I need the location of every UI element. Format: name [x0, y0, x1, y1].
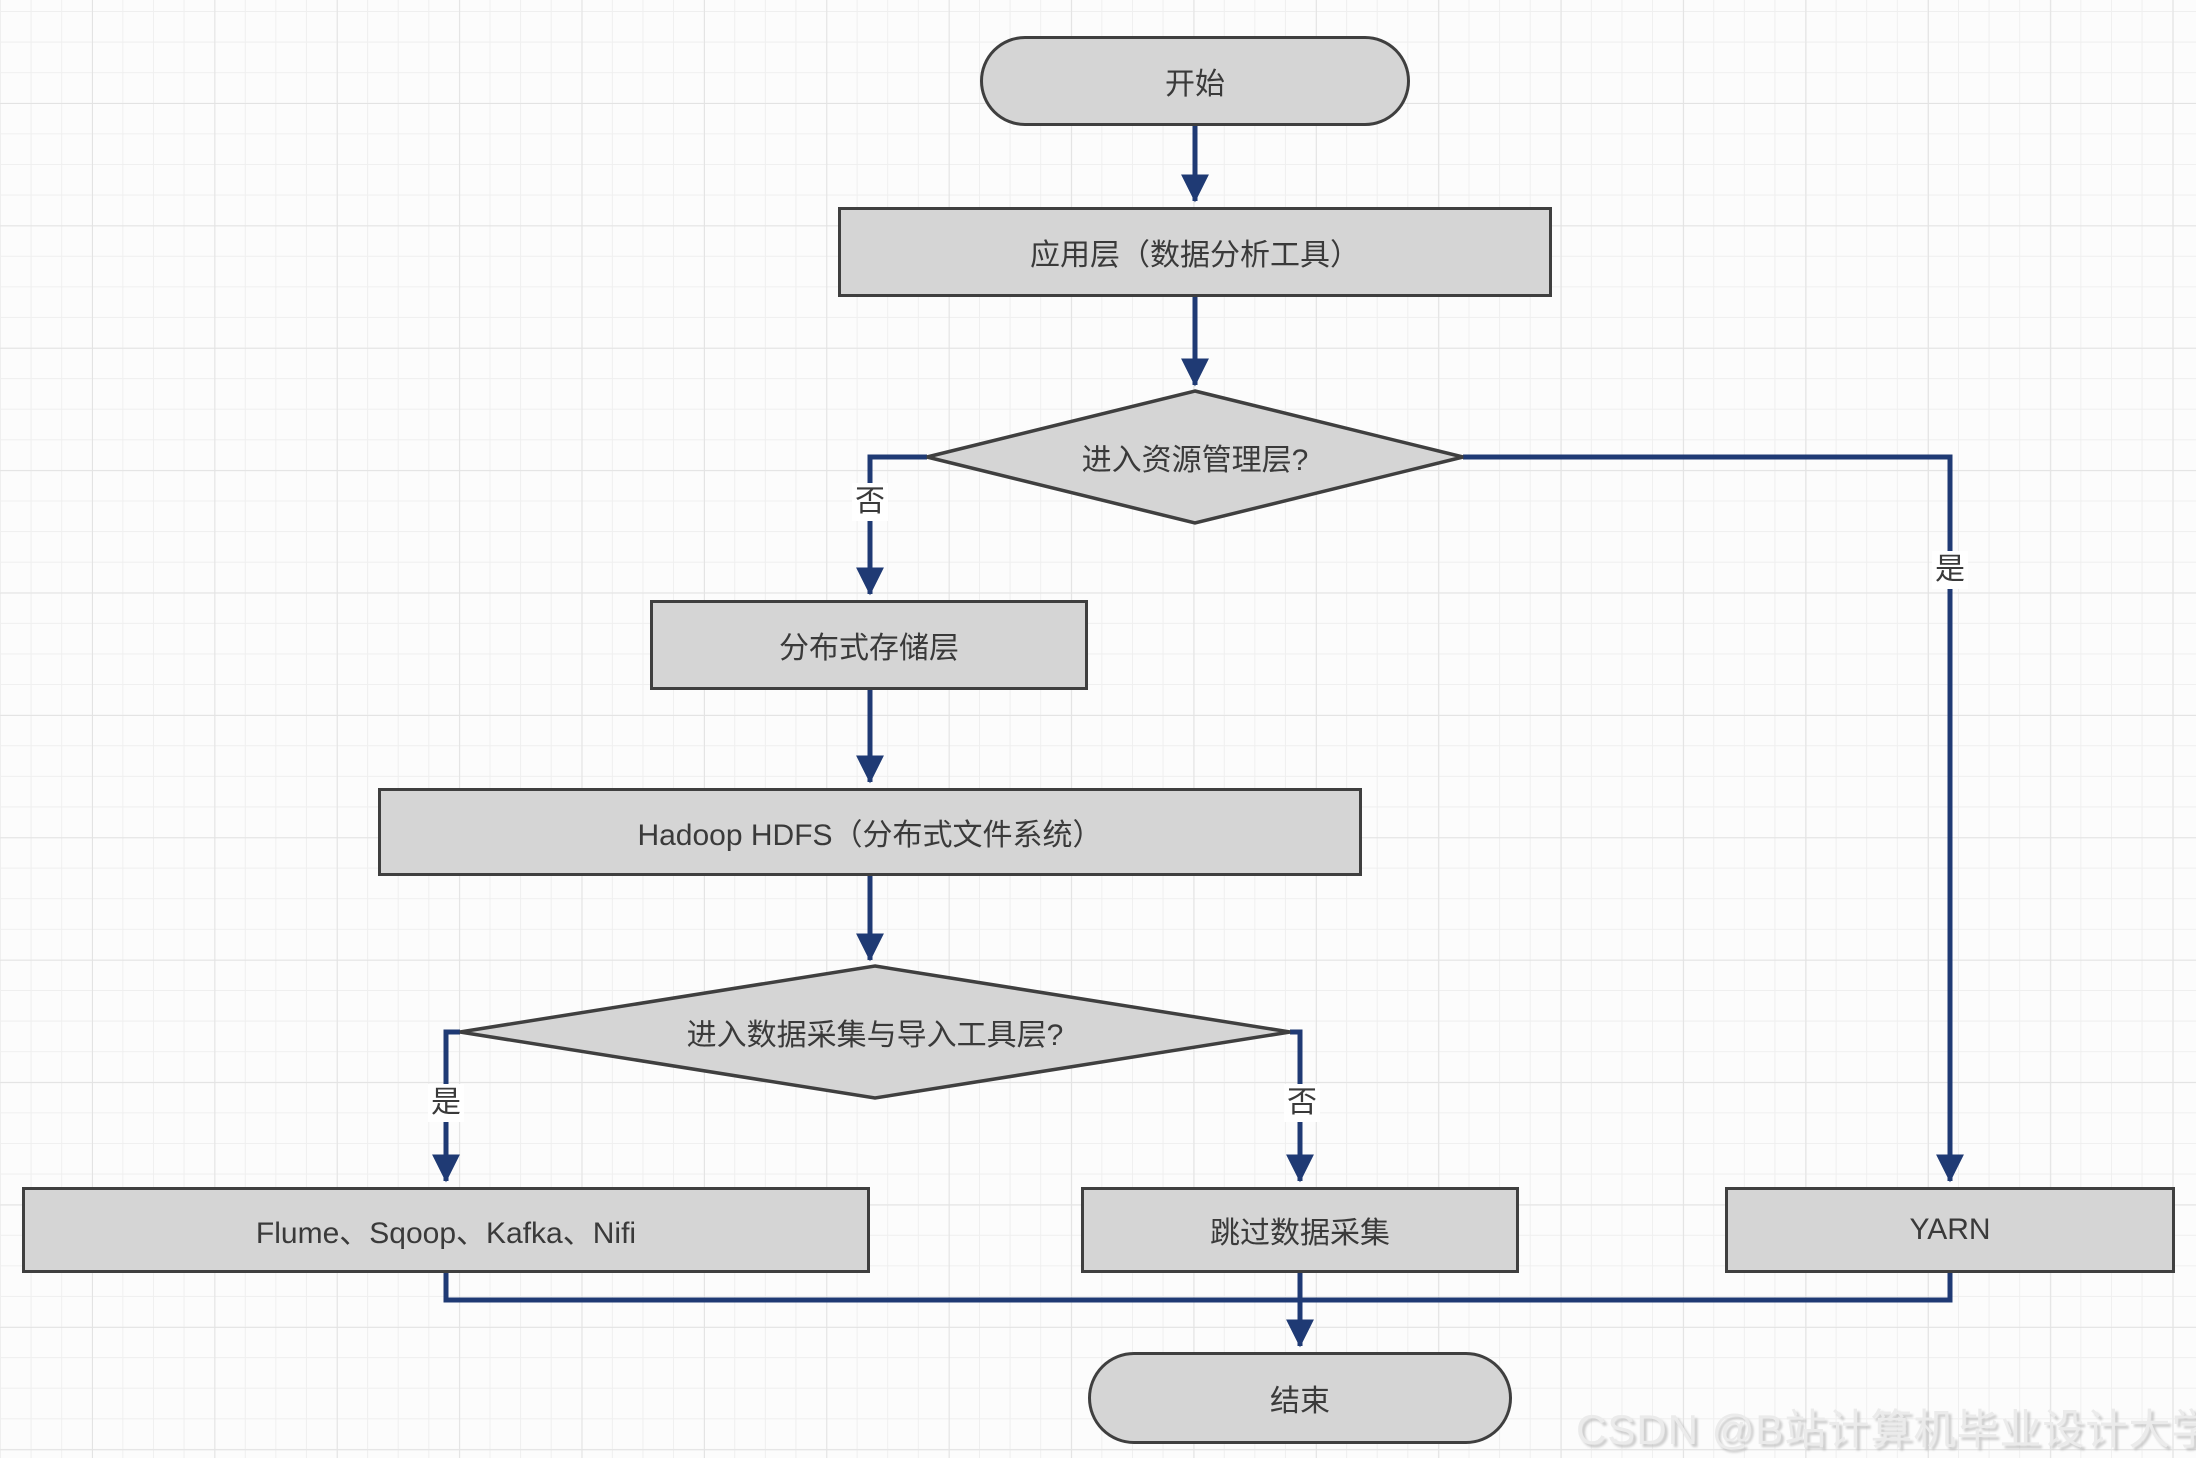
node-app-layer: 应用层（数据分析工具）	[838, 207, 1552, 297]
node-storage-layer: 分布式存储层	[650, 600, 1088, 690]
edge-label-resource-yes: 是	[1932, 551, 1968, 589]
node-skip-ingest-label: 跳过数据采集	[1210, 1217, 1390, 1250]
edge-decision1-yarn	[1463, 454, 1964, 1183]
edge-label-ingest-no: 否	[1284, 1084, 1320, 1122]
node-end: 结束	[1088, 1352, 1512, 1444]
node-decision-resource-label: 进入资源管理层?	[1081, 444, 1309, 477]
node-yarn: YARN	[1725, 1187, 2175, 1273]
node-ingest-tools-label: Flume、Sqoop、Kafka、Nifi	[255, 1217, 637, 1250]
node-hdfs-label: Hadoop HDFS（分布式文件系统）	[637, 819, 1103, 852]
node-yarn-label: YARN	[1909, 1213, 1991, 1246]
node-hdfs: Hadoop HDFS（分布式文件系统）	[378, 788, 1362, 876]
watermark: CSDN @B站计算机毕业设计大学	[1576, 1406, 2196, 1453]
edge-label-resource-no: 否	[852, 483, 888, 521]
node-start-label: 开始	[1165, 68, 1225, 101]
node-storage-layer-label: 分布式存储层	[779, 632, 959, 665]
edge-decision1-storage	[856, 454, 927, 596]
node-app-layer-label: 应用层（数据分析工具）	[1030, 239, 1360, 272]
node-end-label: 结束	[1270, 1385, 1330, 1418]
node-skip-ingest: 跳过数据采集	[1081, 1187, 1519, 1273]
node-ingest-tools: Flume、Sqoop、Kafka、Nifi	[22, 1187, 870, 1273]
edge-label-ingest-yes: 是	[428, 1084, 464, 1122]
node-start: 开始	[980, 36, 1410, 126]
edge-ingest-merge	[443, 1273, 1300, 1303]
edge-yarn-merge	[1300, 1273, 1953, 1303]
node-decision-ingest-label: 进入数据采集与导入工具层?	[686, 1019, 1064, 1052]
